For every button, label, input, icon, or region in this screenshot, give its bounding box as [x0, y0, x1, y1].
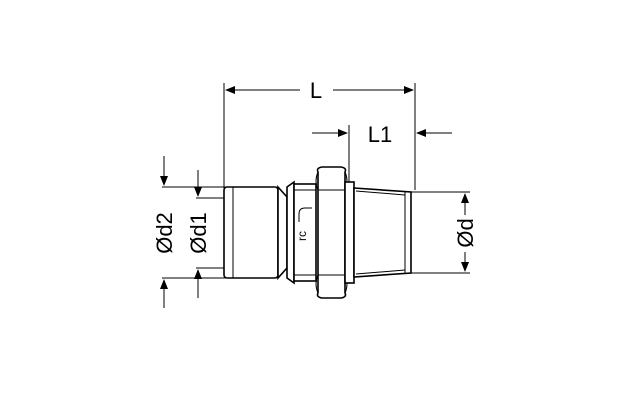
hex-curve-1: [315, 171, 319, 191]
plug-shaft: [223, 186, 279, 279]
thread-root-top: [355, 190, 406, 196]
label-d1: Ød1: [186, 212, 211, 254]
dimension-d: Ød: [410, 191, 478, 274]
fitting-body: rc: [223, 166, 412, 299]
label-l1: L1: [368, 122, 392, 147]
dimension-d2: Ød2: [152, 156, 226, 308]
dimension-d1: Ød1: [186, 170, 232, 298]
label-d2: Ød2: [152, 212, 177, 254]
dimension-l1: L1: [312, 122, 452, 190]
hex-curve-3: [315, 274, 319, 294]
label-d: Ød: [453, 218, 478, 247]
logo-arc: [298, 207, 312, 222]
hex-nut: [316, 166, 347, 299]
plug-collar: [286, 180, 295, 285]
label-l: L: [310, 78, 322, 103]
plug-neck: [277, 184, 288, 281]
thread-neck: [344, 181, 355, 284]
thread-root-bottom: [355, 269, 406, 275]
dimension-l: L: [223, 78, 416, 190]
logo-text: rc: [295, 231, 309, 241]
male-thread: [353, 187, 412, 278]
manufacturer-logo: rc: [295, 207, 312, 241]
